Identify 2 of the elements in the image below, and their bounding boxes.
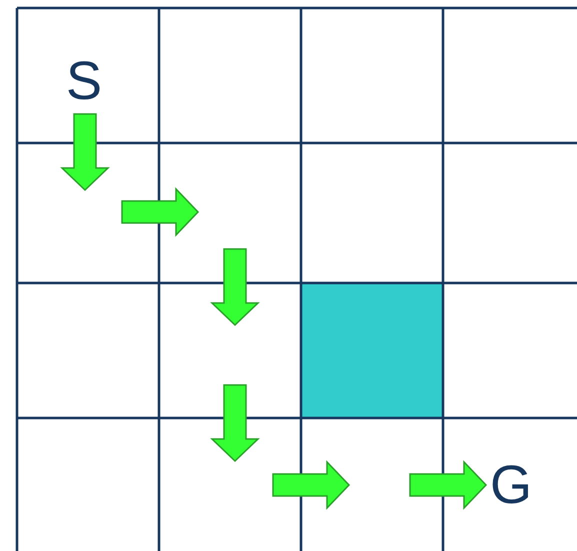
goal-label: G	[490, 458, 532, 512]
start-label: S	[66, 54, 102, 108]
